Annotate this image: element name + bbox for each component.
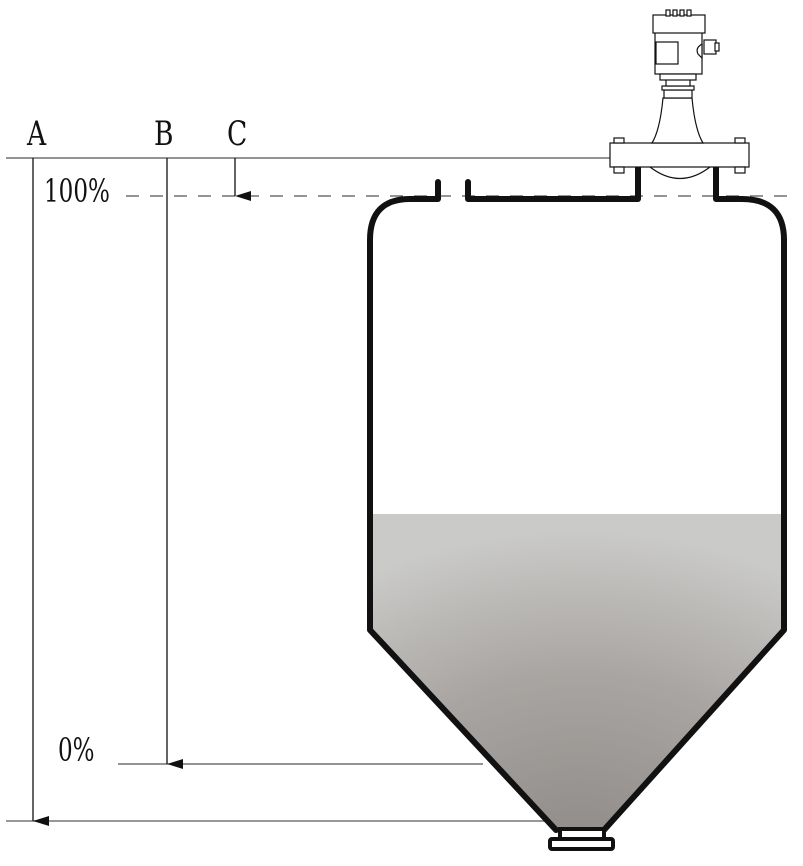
label-c: C <box>227 114 248 154</box>
sensor-cap <box>652 14 706 34</box>
label-0-percent: 0% <box>58 731 95 769</box>
label-b: B <box>154 114 174 154</box>
cable-gland <box>703 39 717 55</box>
material-fill <box>373 514 784 832</box>
radar-level-sensor <box>609 9 750 179</box>
label-a: A <box>27 114 47 154</box>
silo-vessel <box>367 163 787 833</box>
label-100-percent: 100% <box>44 172 110 210</box>
sensor-flange <box>609 142 750 168</box>
silo-outlet <box>548 827 615 851</box>
